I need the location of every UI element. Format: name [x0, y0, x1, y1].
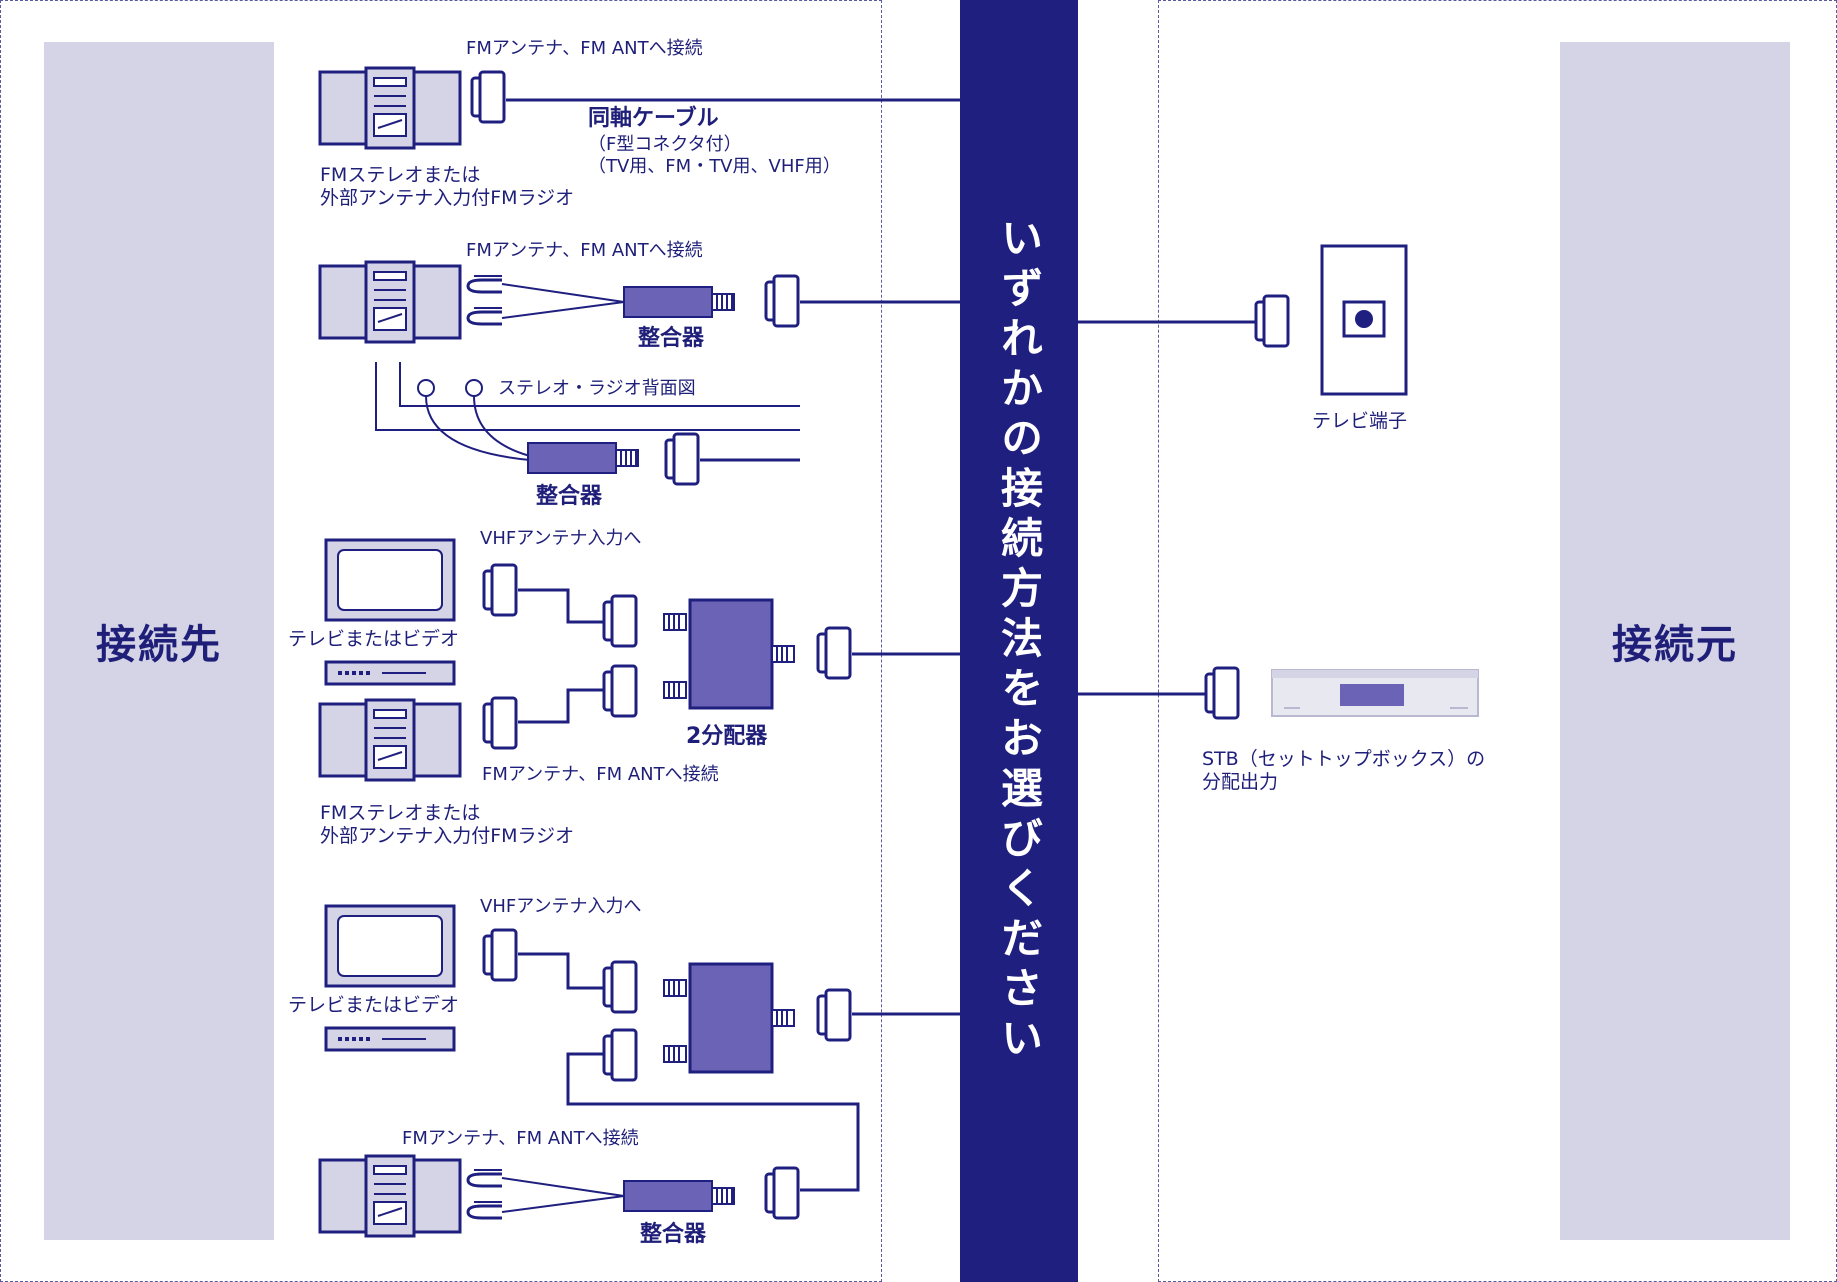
f-connector-icon	[482, 563, 518, 617]
matcher-icon	[623, 286, 735, 318]
splitter-icon	[688, 598, 774, 710]
tv-icon	[324, 904, 456, 988]
center-instruction: いずれかの接続方法をお選びください	[994, 216, 1044, 1066]
fm-ant-label-1: FMアンテナ、FM ANTへ接続	[466, 38, 703, 59]
fm-stereo-icon	[318, 260, 462, 344]
splitter-icon	[688, 962, 774, 1074]
fm-stereo-icon	[318, 698, 462, 782]
f-connector-icon	[816, 626, 852, 680]
f-connector-icon	[664, 432, 700, 486]
spade-terminal-icon	[466, 1168, 504, 1188]
center-bar: いずれかの接続方法をお選びください	[960, 0, 1078, 1282]
spade-terminal-icon	[466, 1200, 504, 1220]
vhf-in-label-2: VHFアンテナ入力へ	[480, 896, 642, 917]
f-connector-icon	[764, 274, 800, 328]
right-panel-title: 接続元	[1612, 622, 1738, 668]
fm-ant-label-4: FMアンテナ、FM ANTへ接続	[402, 1128, 639, 1149]
matcher-icon	[623, 1180, 735, 1212]
fm-ant-label-2: FMアンテナ、FM ANTへ接続	[466, 240, 703, 261]
rear-view-label: ステレオ・ラジオ背面図	[498, 378, 696, 399]
f-connector-icon	[1204, 666, 1240, 720]
splitter-port-icon	[771, 1009, 795, 1027]
f-connector-icon	[764, 1166, 800, 1220]
tv-terminal-label: テレビ端子	[1312, 410, 1408, 432]
left-band: 接続先	[44, 42, 274, 1240]
fm-stereo-icon	[318, 66, 462, 150]
left-panel-title: 接続先	[96, 622, 222, 668]
vcr-icon	[324, 1026, 456, 1052]
f-connector-icon	[482, 696, 518, 750]
f-connector-icon	[816, 988, 852, 1042]
matcher-icon	[527, 442, 639, 474]
tv-icon	[324, 538, 456, 622]
tv-video-label-1: テレビまたはビデオ	[288, 628, 460, 650]
vhf-in-label-1: VHFアンテナ入力へ	[480, 528, 642, 549]
splitter-port-icon	[663, 613, 687, 631]
f-connector-icon	[602, 664, 638, 718]
splitter-port-icon	[771, 645, 795, 663]
splitter-port-icon	[663, 681, 687, 699]
f-connector-icon	[602, 594, 638, 648]
fm-stereo-icon	[318, 1154, 462, 1238]
splitter-label-1: 2分配器	[686, 724, 768, 749]
fm-stereo-label-2: FMステレオまたは 外部アンテナ入力付FMラジオ	[320, 802, 575, 847]
f-connector-icon	[602, 1028, 638, 1082]
fm-stereo-label-1: FMステレオまたは 外部アンテナ入力付FMラジオ	[320, 164, 575, 209]
coax-note: （F型コネクタ付） （TV用、FM・TV用、VHF用）	[588, 134, 841, 177]
splitter-port-icon	[663, 1045, 687, 1063]
f-connector-icon	[602, 960, 638, 1014]
stb-icon	[1271, 669, 1479, 717]
f-connector-icon	[482, 928, 518, 982]
f-connector-icon	[470, 70, 506, 124]
matcher-label-3: 整合器	[640, 1222, 707, 1247]
matcher-label-1: 整合器	[638, 326, 705, 351]
splitter-port-icon	[663, 979, 687, 997]
rear-view-icon	[375, 362, 800, 461]
tv-terminal-icon	[1320, 244, 1408, 396]
stb-output-label: STB（セットトップボックス）の 分配出力	[1202, 748, 1486, 793]
spade-terminal-icon	[466, 306, 504, 326]
right-band: 接続元	[1560, 42, 1790, 1240]
tv-video-label-2: テレビまたはビデオ	[288, 994, 460, 1016]
f-connector-icon	[1254, 294, 1290, 348]
fm-ant-label-3: FMアンテナ、FM ANTへ接続	[482, 764, 719, 785]
vcr-icon	[324, 660, 456, 686]
coax-title: 同軸ケーブル	[588, 106, 719, 131]
matcher-label-2: 整合器	[536, 484, 603, 509]
spade-terminal-icon	[466, 274, 504, 294]
